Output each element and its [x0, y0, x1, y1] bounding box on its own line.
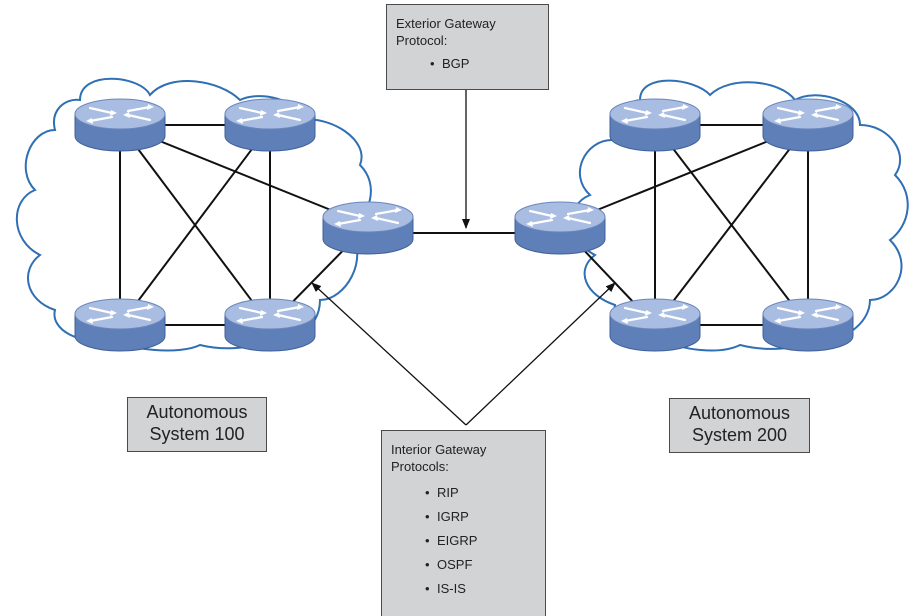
- egp-list: •BGP: [396, 52, 539, 76]
- as-100-line1: Autonomous: [146, 402, 248, 422]
- egp-item: BGP: [442, 56, 470, 71]
- as-200-line2: System 200: [691, 425, 788, 445]
- as-200-line1: Autonomous: [688, 403, 791, 423]
- egp-title-line1: Exterior Gateway: [396, 16, 496, 31]
- list-item: •RIP: [425, 485, 459, 500]
- igp-item: RIP: [437, 485, 459, 500]
- router-icon: [761, 97, 855, 153]
- list-item: •BGP: [430, 56, 470, 71]
- router-icon: [608, 297, 702, 353]
- list-item: •EIGRP: [425, 533, 478, 548]
- arrow-icon: [311, 282, 467, 426]
- router-icon: [73, 97, 167, 153]
- egp-callout: Exterior Gateway Protocol: •BGP: [386, 4, 549, 90]
- router-icon: [73, 297, 167, 353]
- arrow-icon: [465, 282, 616, 426]
- igp-callout: Interior Gateway Protocols: •RIP •IGRP •…: [381, 430, 546, 616]
- border-router-icon: [321, 200, 415, 256]
- as-100-line2: System 100: [149, 424, 245, 444]
- router-icon: [761, 297, 855, 353]
- egp-title-line2: Protocol:: [396, 33, 448, 48]
- as-200-label: Autonomous System 200: [669, 398, 810, 453]
- router-icon: [608, 97, 702, 153]
- igp-title-line2: Protocols:: [391, 459, 449, 474]
- list-item: •OSPF: [425, 557, 473, 572]
- igp-title-line1: Interior Gateway: [391, 442, 487, 457]
- router-icon: [223, 97, 317, 153]
- list-item: •IGRP: [425, 509, 469, 524]
- border-router-icon: [513, 200, 607, 256]
- igp-item: OSPF: [437, 557, 473, 572]
- igp-item: IS-IS: [437, 581, 466, 596]
- list-item: •IS-IS: [425, 581, 466, 596]
- igp-item: IGRP: [437, 509, 469, 524]
- router-icon: [223, 297, 317, 353]
- as-100-label: Autonomous System 100: [127, 397, 267, 452]
- cloud-icon: [15, 77, 372, 352]
- igp-item: EIGRP: [437, 533, 478, 548]
- igp-list: •RIP •IGRP •EIGRP •OSPF •IS-IS: [391, 481, 536, 601]
